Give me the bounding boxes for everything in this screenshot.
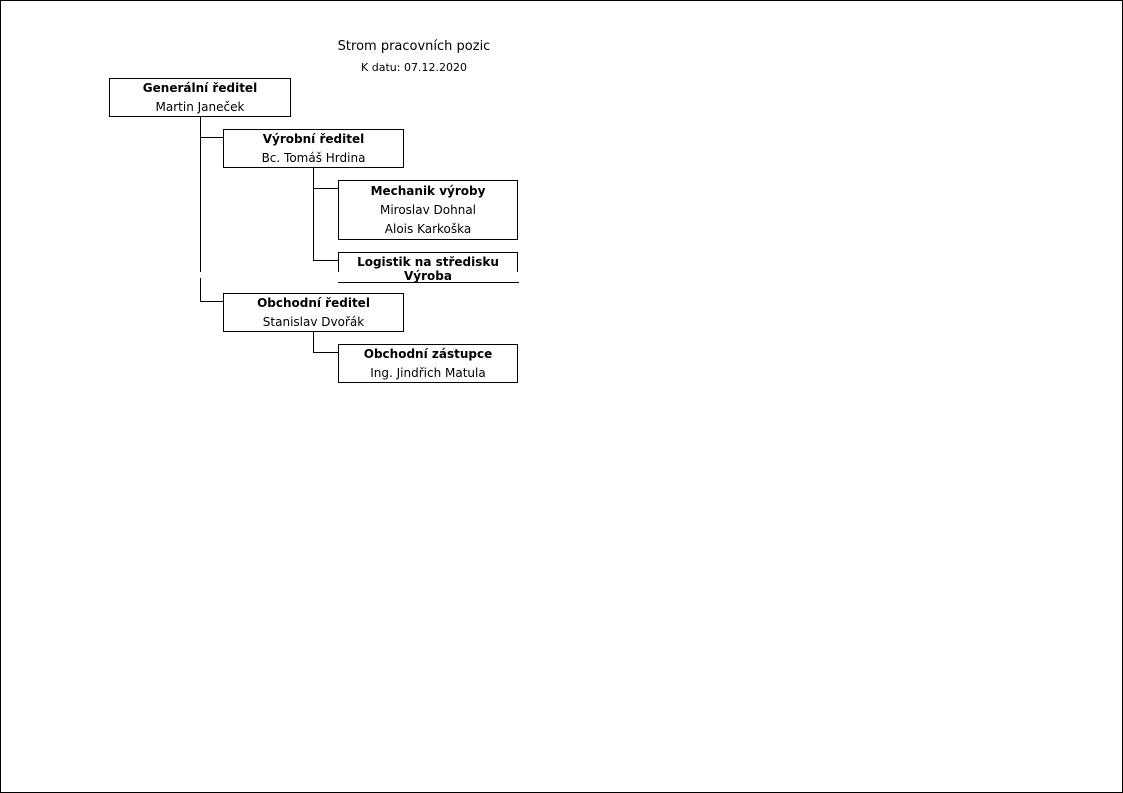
node-general-director: Generální ředitel Martin Janeček bbox=[109, 78, 291, 117]
connector-to-mechanic bbox=[313, 188, 338, 189]
node-title: Mechanik výroby bbox=[370, 183, 486, 198]
connector-to-sales-representative bbox=[313, 352, 338, 353]
node-person: Miroslav Dohnal bbox=[379, 202, 477, 217]
node-person: Martin Janeček bbox=[155, 99, 245, 114]
node-sales-representative: Obchodní zástupce Ing. Jindřich Matula bbox=[338, 344, 518, 383]
node-title: Obchodní zástupce bbox=[363, 347, 493, 362]
node-person: Ing. Jindřich Matula bbox=[370, 365, 486, 380]
connector-root-vertical-upper bbox=[200, 117, 201, 272]
connector-to-production-director bbox=[200, 137, 223, 138]
chart-title: Strom pracovních pozic bbox=[337, 39, 491, 54]
node-production-director: Výrobní ředitel Bc. Tomáš Hrdina bbox=[223, 129, 404, 168]
node-production-mechanic: Mechanik výroby Miroslav Dohnal Alois Ka… bbox=[338, 180, 518, 240]
node-title: Logistik na středisku Výroba bbox=[357, 255, 499, 283]
connector-production-vertical bbox=[313, 168, 314, 261]
connector-root-vertical-lower bbox=[200, 278, 201, 302]
node-title: Generální ředitel bbox=[142, 81, 258, 96]
node-sales-director: Obchodní ředitel Stanislav Dvořák bbox=[223, 293, 404, 332]
node-title: Výrobní ředitel bbox=[262, 132, 365, 147]
connector-to-logistics bbox=[313, 260, 338, 261]
connector-to-sales-director bbox=[200, 301, 223, 302]
node-person: Alois Karkoška bbox=[384, 222, 472, 237]
node-person: Stanislav Dvořák bbox=[262, 314, 365, 329]
node-person: Bc. Tomáš Hrdina bbox=[261, 150, 366, 165]
node-logistics: Logistik na středisku Výroba bbox=[338, 252, 518, 283]
chart-date-line: K datu: 07.12.2020 bbox=[361, 61, 467, 74]
node-title: Obchodní ředitel bbox=[257, 296, 370, 311]
node-logistics-bottom-border bbox=[338, 282, 519, 283]
connector-sales-vertical bbox=[313, 332, 314, 353]
